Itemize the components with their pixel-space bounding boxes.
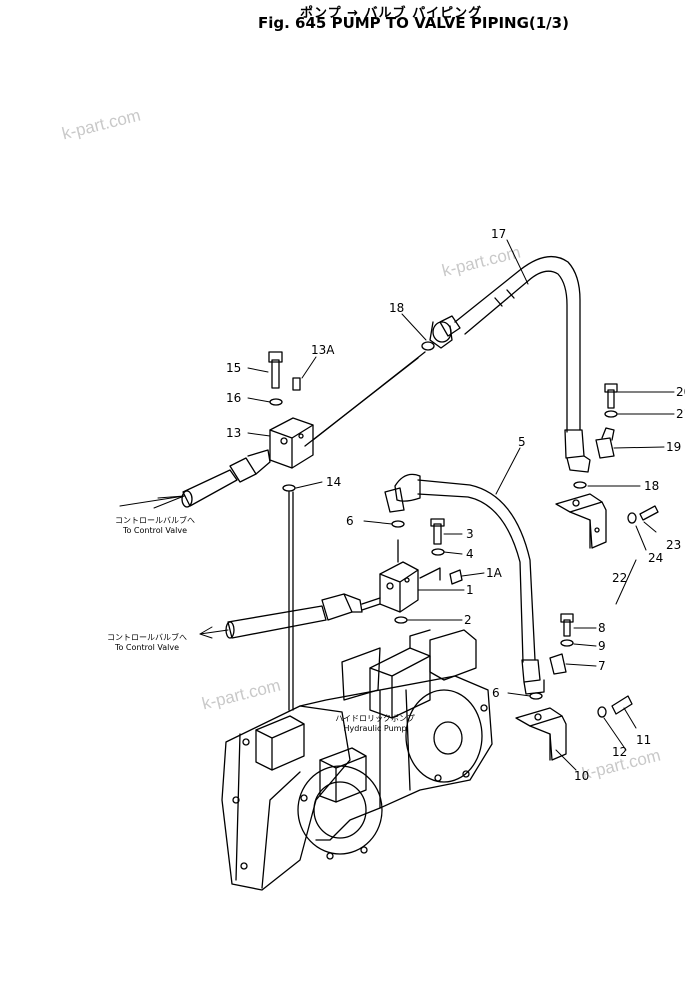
callout-2: 2 [464, 613, 472, 627]
callout-14: 14 [326, 475, 341, 489]
note-to-control-valve-lower: コントロールバルブへ To Control Valve [92, 633, 202, 653]
hose-5 [384, 473, 545, 695]
arrows-to-control-valve [119, 495, 229, 639]
callout-1: 1 [466, 583, 474, 597]
callout-8: 8 [598, 621, 606, 635]
pipe-to-control-valve-lower [225, 593, 381, 639]
callout-13a: 13A [311, 343, 335, 357]
callout-23: 23 [666, 538, 681, 552]
callout-18-upper: 18 [389, 301, 404, 315]
note-jp: コントロールバルブへ [115, 516, 195, 525]
callout-24: 24 [648, 551, 663, 565]
callout-16: 16 [226, 391, 241, 405]
callout-13: 13 [226, 426, 241, 440]
figure-title: Fig. 645 PUMP TO VALVE PIPING(1/3) [258, 14, 569, 32]
bracket-10 [515, 695, 633, 761]
note-jp: ハイドロリックポンプ [335, 714, 415, 723]
title-japanese: ポンプ → バルブ パイピング [300, 6, 483, 21]
callout-22: 22 [612, 571, 627, 585]
note-to-control-valve-upper: コントロールバルブへ To Control Valve [100, 516, 210, 536]
pipe-to-control-valve-upper [181, 351, 426, 508]
callout-21: 21 [676, 407, 685, 421]
callout-12: 12 [612, 745, 627, 759]
valve-block-13 [268, 351, 314, 469]
hydraulic-pump [221, 629, 493, 891]
callout-6-lower: 6 [492, 686, 500, 700]
o-ring-6-lower [529, 692, 543, 700]
o-ring-2 [394, 616, 408, 624]
hose-17 [429, 255, 591, 473]
callout-7: 7 [598, 659, 606, 673]
note-en: Hydraulic Pump [343, 724, 407, 733]
callout-3: 3 [466, 527, 474, 541]
callout-6-upper: 6 [346, 514, 354, 528]
block-1 [379, 518, 463, 613]
elbow-19-group [573, 383, 618, 489]
callout-9: 9 [598, 639, 606, 653]
leader-lines [247, 239, 675, 771]
o-ring-14 [282, 484, 296, 492]
bolt-8-group [549, 613, 574, 675]
bracket-22 [555, 493, 659, 549]
callout-numbers: 17 18 15 13A 16 13 5 14 20 21 19 18 6 3 … [226, 227, 685, 783]
callout-15: 15 [226, 361, 241, 375]
callout-5: 5 [518, 435, 526, 449]
callout-18-right: 18 [644, 479, 659, 493]
note-jp: コントロールバルブへ [107, 633, 187, 642]
callout-11: 11 [636, 733, 651, 747]
callout-4: 4 [466, 547, 474, 561]
o-ring-18-upper [421, 341, 435, 351]
note-en: To Control Valve [122, 526, 188, 535]
note-en: To Control Valve [114, 643, 180, 652]
callout-1a: 1A [486, 566, 503, 580]
note-hydraulic-pump: ハイドロリックポンプ Hydraulic Pump [330, 714, 420, 734]
callout-10: 10 [574, 769, 589, 783]
callout-19: 19 [666, 440, 681, 454]
callout-20: 20 [676, 385, 685, 399]
callout-17: 17 [491, 227, 506, 241]
